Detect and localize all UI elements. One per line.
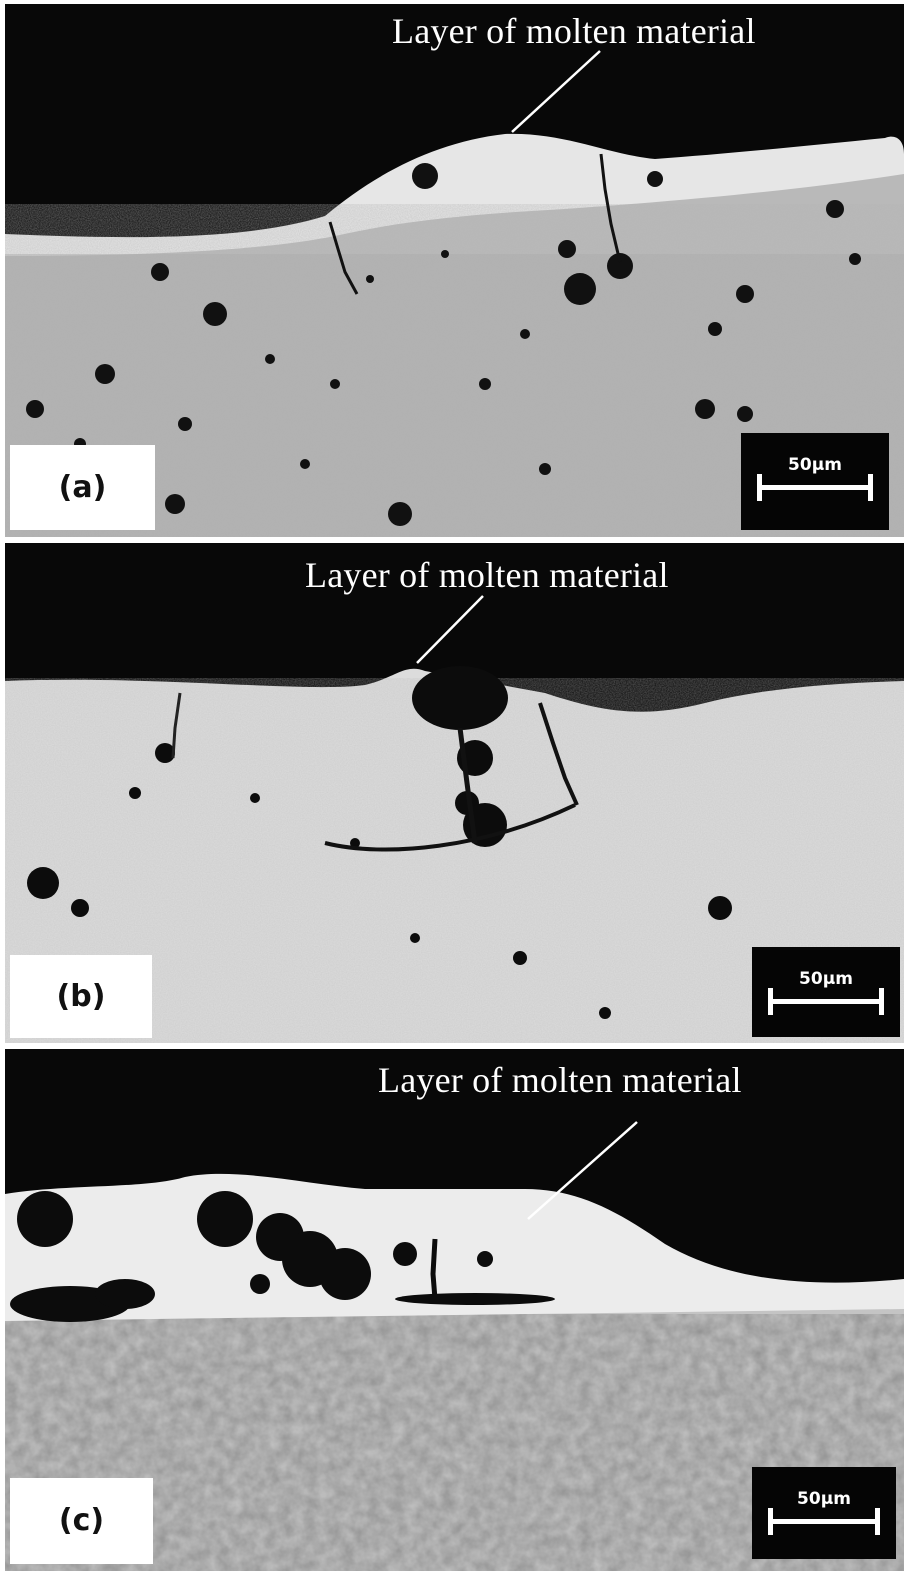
micrograph-panel-c: Layer of molten material (c) 50µm (5, 1049, 904, 1571)
panel-label-c: (c) (10, 1478, 153, 1564)
scale-bar-line-c (768, 1508, 880, 1535)
scale-bar-text-b: 50µm (799, 969, 853, 989)
annotation-pointer-a (511, 50, 601, 133)
annotation-label-c: Layer of molten material (378, 1060, 742, 1100)
micrograph-panel-b: Layer of molten material (b) 50µm (5, 543, 904, 1043)
micrograph-panel-a: Layer of molten material (a) 50µm (5, 4, 904, 537)
annotation-label-a: Layer of molten material (392, 11, 756, 51)
annotation-label-b: Layer of molten material (305, 555, 669, 595)
panel-label-a: (a) (10, 445, 155, 530)
scale-bar-text-c: 50µm (797, 1489, 851, 1509)
micrograph-image-b (5, 543, 904, 1043)
annotation-pointer-b (416, 595, 484, 664)
scale-bar-line-b (768, 988, 884, 1015)
scale-bar-b: 50µm (752, 947, 900, 1037)
scale-bar-c: 50µm (752, 1467, 896, 1559)
panel-label-b: (b) (10, 955, 152, 1038)
annotation-pointer-c (527, 1121, 638, 1220)
scale-bar-text-a: 50µm (788, 455, 842, 475)
scale-bar-line-a (757, 474, 873, 501)
scale-bar-a: 50µm (741, 433, 889, 530)
